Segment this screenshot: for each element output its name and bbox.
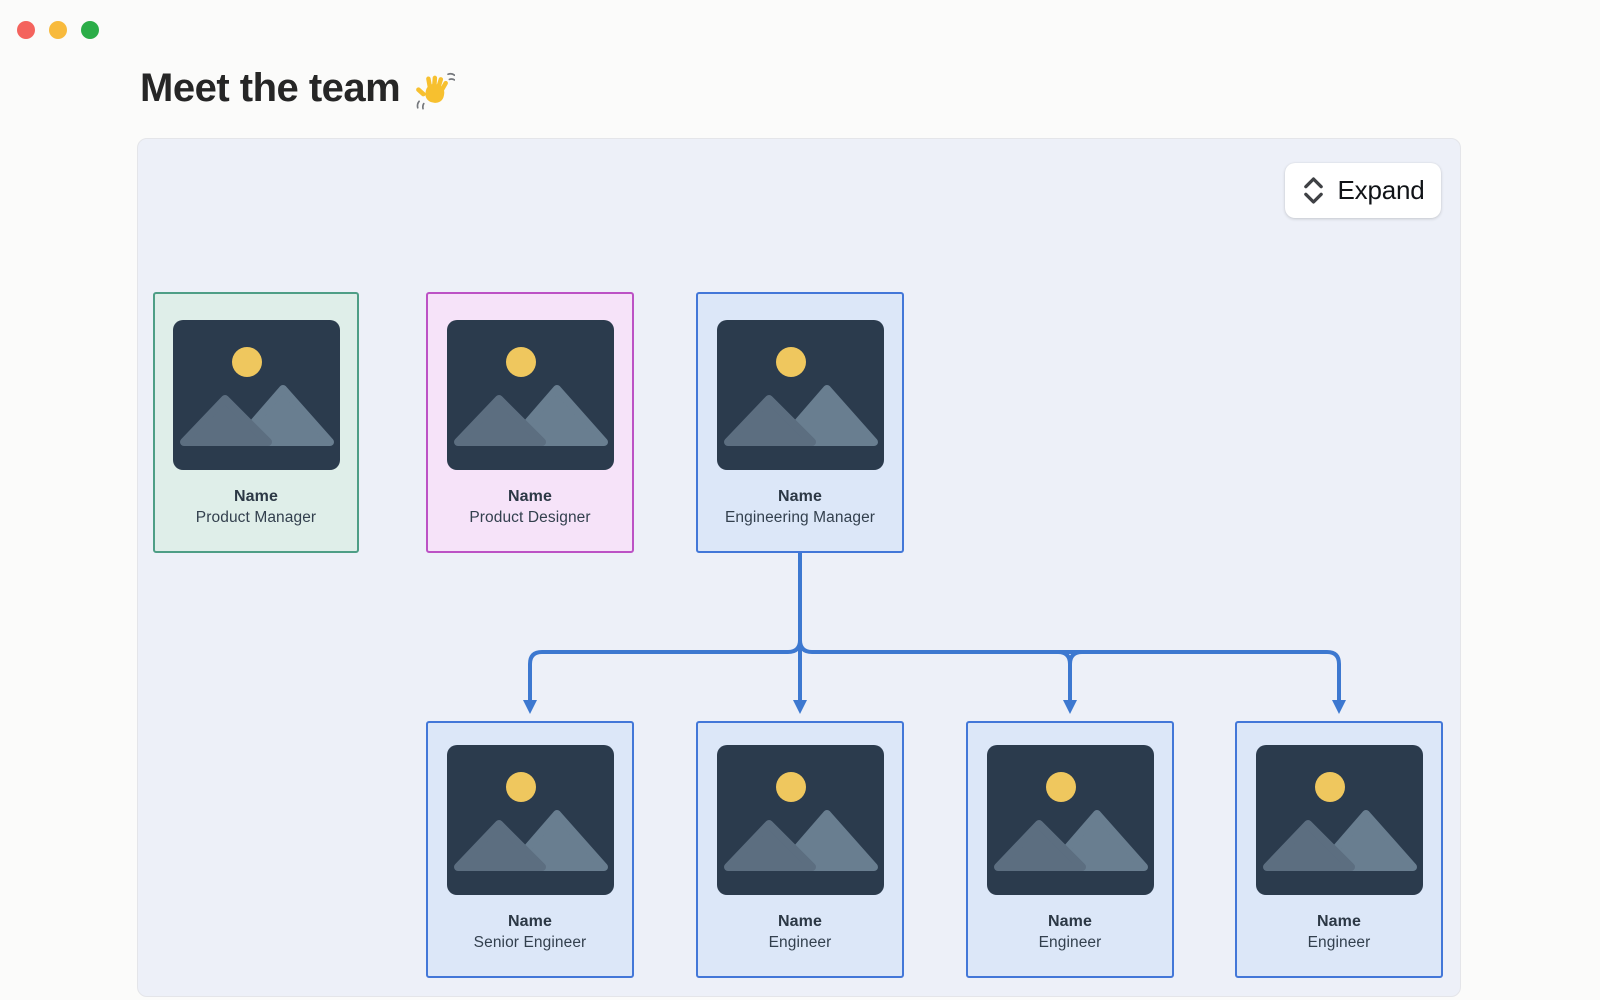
photo-placeholder [447, 745, 614, 895]
org-chart-canvas: Expand Name Product Manager Name Product… [137, 138, 1461, 997]
page-title-text: Meet the team [140, 66, 401, 110]
photo-placeholder [717, 745, 884, 895]
member-role: Engineer [1038, 934, 1102, 951]
zoom-button[interactable] [81, 21, 99, 39]
member-name: Name [778, 913, 822, 930]
photo-placeholder [173, 320, 340, 470]
member-name: Name [1317, 913, 1361, 930]
page-title: Meet the team [140, 66, 456, 111]
expand-button[interactable]: Expand [1285, 163, 1441, 218]
member-role: Product Manager [195, 509, 317, 526]
member-name: Name [508, 913, 552, 930]
org-card-product-manager[interactable]: Name Product Manager [153, 292, 359, 553]
expand-button-label: Expand [1337, 175, 1425, 205]
waving-hand-emoji [416, 72, 456, 110]
org-card-engineer-2[interactable]: Name Engineer [966, 721, 1174, 978]
member-name: Name [1048, 913, 1092, 930]
member-role: Product Designer [469, 509, 591, 526]
expand-vertical-icon [1303, 177, 1323, 204]
close-button[interactable] [17, 21, 35, 39]
org-card-product-designer[interactable]: Name Product Designer [426, 292, 634, 553]
photo-placeholder [1256, 745, 1423, 895]
org-card-senior-engineer[interactable]: Name Senior Engineer [426, 721, 634, 978]
member-name: Name [234, 488, 278, 505]
member-name: Name [778, 488, 822, 505]
window-controls [17, 21, 99, 39]
org-card-engineer-1[interactable]: Name Engineer [696, 721, 904, 978]
member-name: Name [508, 488, 552, 505]
member-role: Engineering Manager [724, 509, 876, 526]
photo-placeholder [717, 320, 884, 470]
member-role: Engineer [1307, 934, 1371, 951]
member-role: Engineer [768, 934, 832, 951]
org-card-engineer-3[interactable]: Name Engineer [1235, 721, 1443, 978]
photo-placeholder [987, 745, 1154, 895]
photo-placeholder [447, 320, 614, 470]
member-role: Senior Engineer [473, 934, 587, 951]
org-card-engineering-manager[interactable]: Name Engineering Manager [696, 292, 904, 553]
minimize-button[interactable] [49, 21, 67, 39]
